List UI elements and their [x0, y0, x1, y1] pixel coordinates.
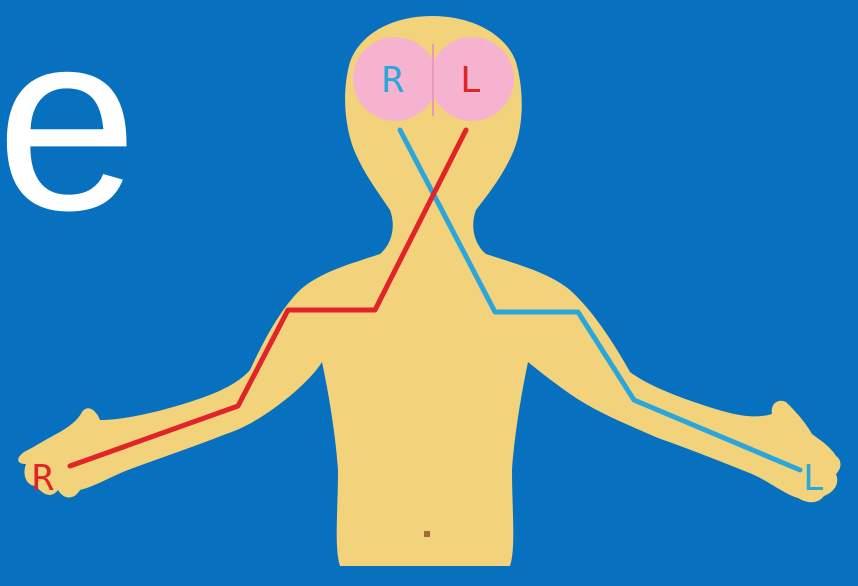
brain-left-label: L [460, 60, 482, 101]
hand-right-label: R [32, 458, 54, 499]
brain-right-label: R [382, 60, 404, 101]
navel-mark [424, 531, 430, 537]
hand-left-label: L [803, 458, 825, 499]
